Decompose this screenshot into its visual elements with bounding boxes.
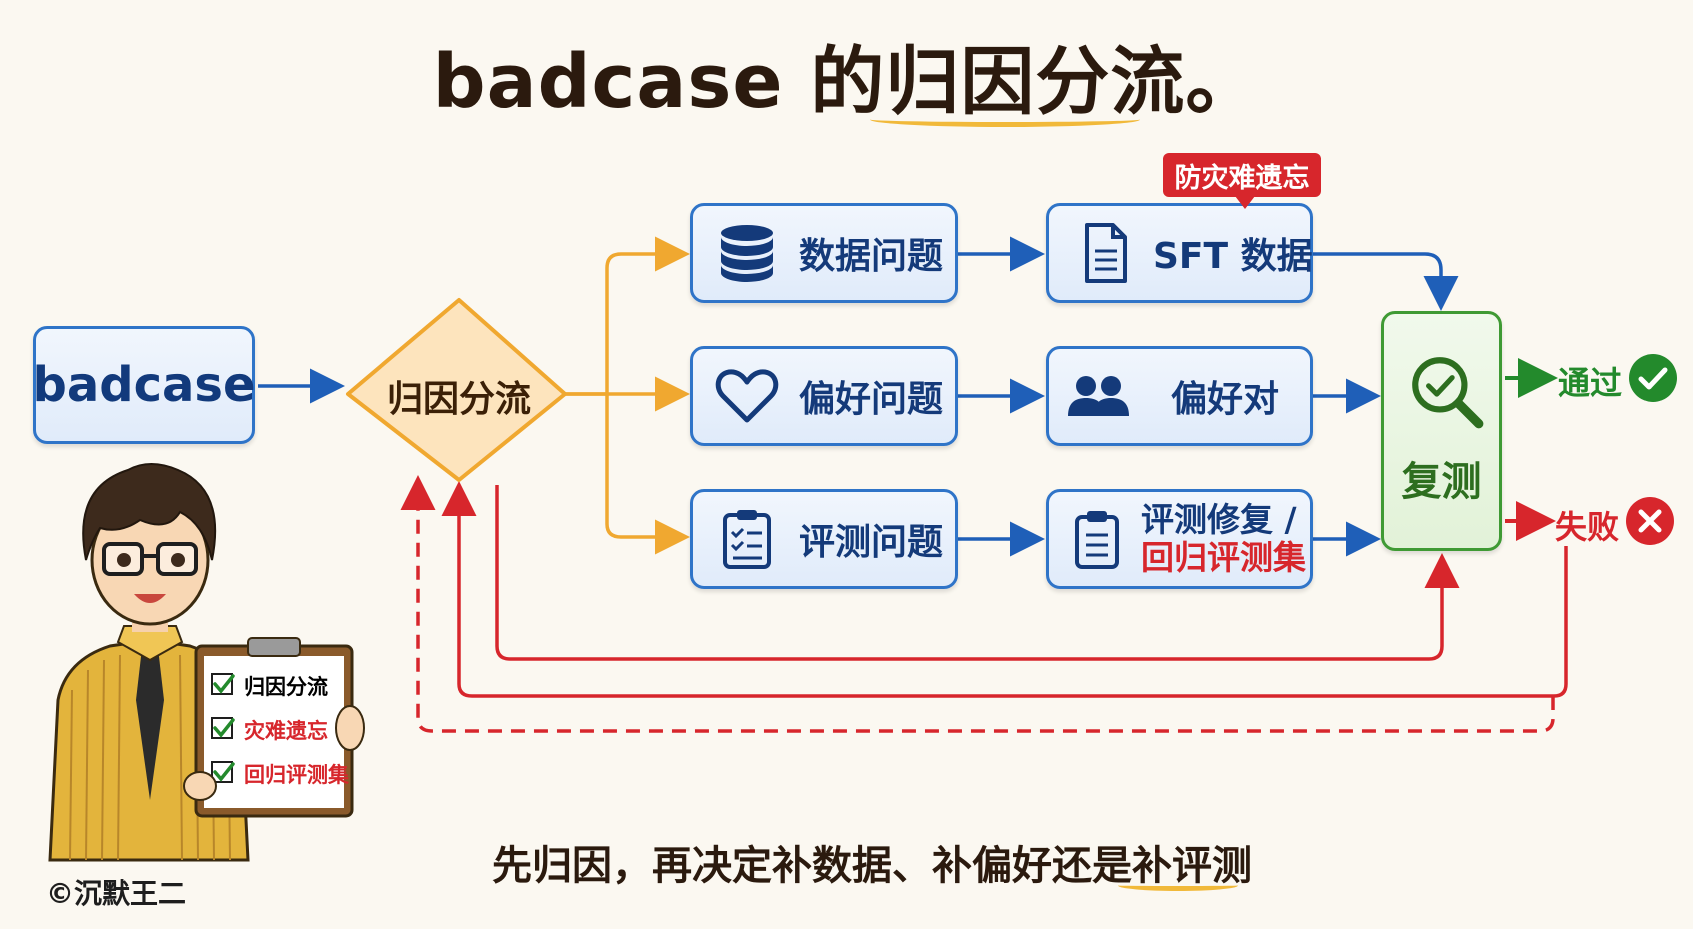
document-icon bbox=[1085, 223, 1127, 283]
action-label-line2: 回归评测集 bbox=[1141, 538, 1306, 577]
action-eval-fix: 评测修复 / 回归评测集 bbox=[1046, 489, 1313, 589]
action-label: 偏好对 bbox=[1171, 379, 1280, 420]
category-preference-problem: 偏好问题 bbox=[690, 346, 958, 446]
category-label: 评测问题 bbox=[799, 522, 944, 563]
clipboard-icon bbox=[1075, 511, 1119, 569]
retest-label: 复测 bbox=[1401, 459, 1482, 505]
badcase-label: badcase bbox=[32, 357, 256, 413]
action-label-line1: 评测修复 / bbox=[1141, 500, 1297, 539]
category-data-problem: 数据问题 bbox=[690, 203, 958, 303]
badcase-node: badcase bbox=[32, 326, 256, 444]
action-label: SFT 数据 bbox=[1153, 236, 1313, 277]
arrow-sft-to-retest bbox=[1313, 252, 1459, 311]
pass-label: 通过 bbox=[1558, 364, 1623, 402]
database-icon bbox=[721, 225, 773, 282]
arrow-decision-to-data bbox=[565, 236, 690, 396]
page-title: badcase 的归因分流。 bbox=[432, 39, 1261, 125]
check-circle-icon bbox=[1629, 354, 1677, 402]
magnifier-check-icon bbox=[1412, 357, 1484, 429]
cross-circle-icon bbox=[1626, 497, 1674, 545]
fail-label: 失败 bbox=[1555, 508, 1620, 546]
checklist-icon bbox=[723, 510, 771, 569]
loop-middle bbox=[441, 481, 1568, 698]
clipboard-item: 灾难遗忘 bbox=[244, 719, 328, 743]
action-eval-text: 评测修复 / 回归评测集 bbox=[1141, 501, 1306, 577]
arrow-decision-to-eval bbox=[605, 394, 690, 555]
clipboard-item: 回归评测集 bbox=[244, 763, 349, 787]
action-sft-data: SFT 数据 bbox=[1046, 203, 1313, 303]
forgetting-badge: 防灾难遗忘 bbox=[1163, 153, 1321, 209]
loop-outer-dashed bbox=[400, 475, 1555, 733]
loop-inner bbox=[495, 485, 1460, 661]
decision-diamond bbox=[346, 298, 567, 482]
category-eval-problem: 评测问题 bbox=[690, 489, 958, 589]
heart-icon bbox=[715, 369, 779, 423]
clipboard-item: 归因分流 bbox=[244, 675, 328, 699]
category-label: 数据问题 bbox=[799, 236, 944, 277]
action-preference-pairs: 偏好对 bbox=[1046, 346, 1313, 446]
copyright: ©沉默王二 bbox=[46, 877, 187, 910]
decision-label: 归因分流 bbox=[386, 379, 531, 420]
title-underline bbox=[870, 112, 1140, 127]
people-icon bbox=[1068, 376, 1129, 416]
category-label: 偏好问题 bbox=[799, 379, 944, 420]
retest-node: 复测 bbox=[1381, 311, 1502, 551]
caption-underline bbox=[1118, 880, 1238, 891]
